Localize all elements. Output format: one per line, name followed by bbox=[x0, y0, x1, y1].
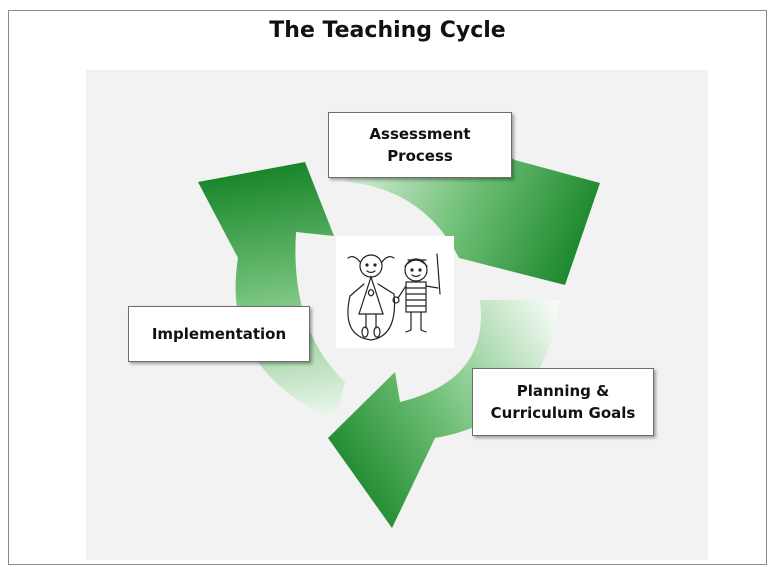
cycle-arrow-implementation-to-assessment bbox=[198, 162, 345, 420]
diagram-title: The Teaching Cycle bbox=[269, 18, 506, 43]
stage-implementation: Implementation bbox=[128, 306, 310, 362]
stage-planning-curriculum-goals: Planning & Curriculum Goals bbox=[472, 368, 654, 436]
children-drawing-icon bbox=[336, 236, 454, 348]
cycle-arrow-planning-to-implementation bbox=[328, 300, 560, 528]
stage-assessment-process: Assessment Process bbox=[328, 112, 512, 178]
